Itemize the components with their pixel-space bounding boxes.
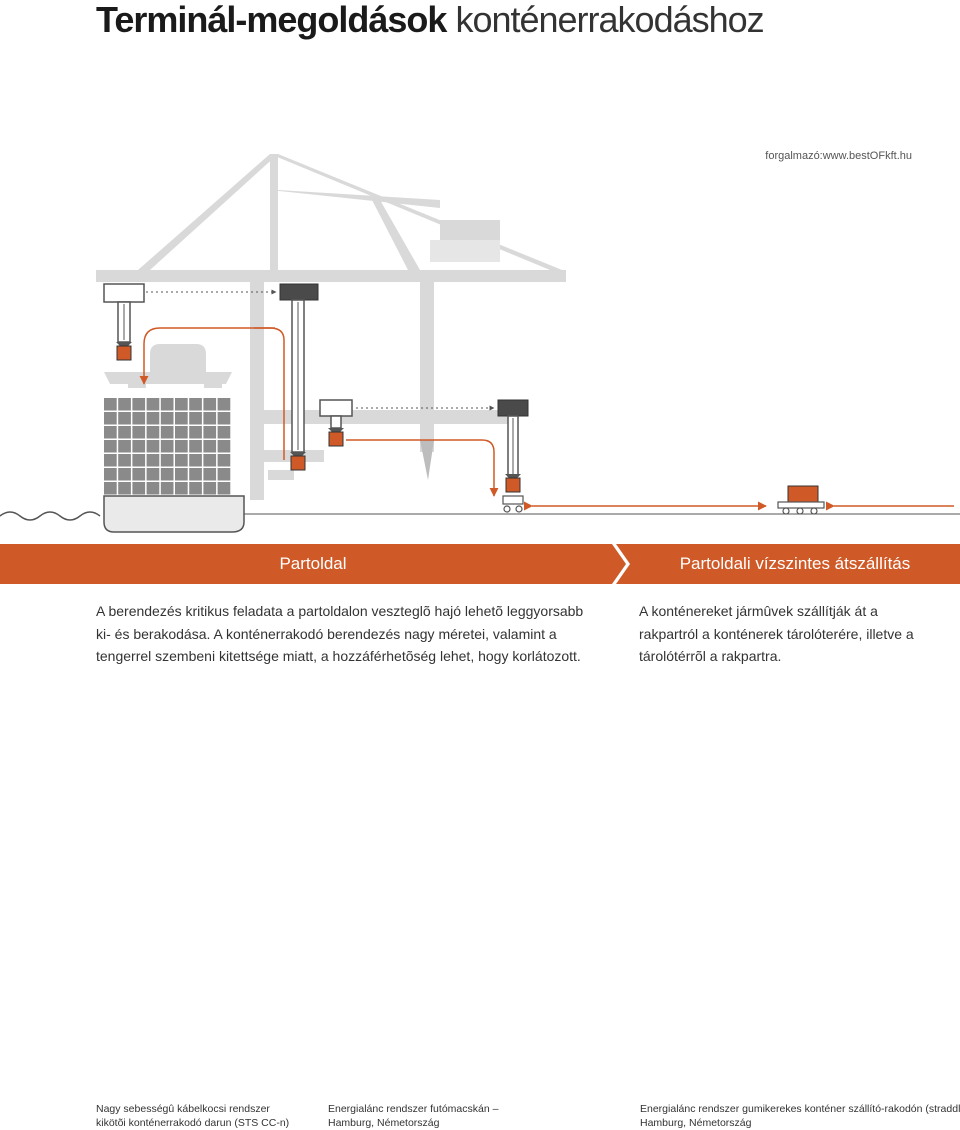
container-stack <box>104 398 231 495</box>
ship-container <box>132 468 146 481</box>
ship-container <box>132 398 146 411</box>
crane-structure <box>96 154 566 500</box>
ship-container <box>175 426 188 439</box>
truck <box>777 485 825 515</box>
band-horizontal-transfer-label: Partoldali vízszintes átszállítás <box>679 554 911 573</box>
caption-3-line2: Hamburg, Németország <box>640 1117 752 1129</box>
caption-3-line1: Energialánc rendszer gumikerekes konténe… <box>640 1103 960 1115</box>
ship-container <box>146 482 160 495</box>
ship-container <box>175 412 188 425</box>
ship-container <box>160 412 174 425</box>
ship-container <box>104 412 117 425</box>
ship-container <box>203 482 217 495</box>
caption-2-line1: Energialánc rendszer futómacskán – <box>328 1103 499 1115</box>
ship-container <box>203 412 217 425</box>
ship-container <box>118 440 131 453</box>
band-partoldal: Partoldal <box>0 544 626 584</box>
ship-container <box>217 482 231 495</box>
ship-container <box>189 398 202 411</box>
ship-container <box>132 440 146 453</box>
ship-container <box>217 412 231 425</box>
ship <box>103 344 245 533</box>
ship-container <box>217 468 231 481</box>
caption-2-line2: Hamburg, Németország <box>328 1117 440 1129</box>
ship-container <box>175 398 188 411</box>
ship-container <box>104 454 117 467</box>
ship-container <box>203 454 217 467</box>
ship-container <box>217 398 231 411</box>
ship-container <box>160 440 174 453</box>
ship-container <box>118 482 131 495</box>
ship-container <box>132 454 146 467</box>
ship-container <box>189 440 202 453</box>
page-title: Terminál-megoldások konténerrakodáshoz <box>96 0 765 40</box>
caption-1-line1: Nagy sebességû kábelkocsi rendszer <box>96 1103 270 1115</box>
trolley-dark-1 <box>279 283 319 471</box>
ship-container <box>118 426 131 439</box>
trolley-light-1 <box>103 283 145 361</box>
paragraph-left: A berendezés kritikus feladata a partold… <box>96 603 584 664</box>
title-light: konténerrakodáshoz <box>455 0 764 40</box>
crane-diagram <box>0 154 960 533</box>
ship-container <box>160 468 174 481</box>
ship-container <box>189 468 202 481</box>
ship-container <box>160 426 174 439</box>
ship-container <box>160 482 174 495</box>
title-bold: Terminál-megoldások <box>96 0 447 40</box>
ship-container <box>203 426 217 439</box>
caption-3: Energialánc rendszer gumikerekes konténe… <box>640 1102 960 1130</box>
trolley-light-2 <box>319 399 353 447</box>
caption-2: Energialánc rendszer futómacskán – Hambu… <box>328 1102 498 1130</box>
ship-container <box>189 482 202 495</box>
ship-container <box>118 468 131 481</box>
ship-container <box>146 440 160 453</box>
caption-1-line2: kikötõi konténerrakodó darun (STS CC-n) <box>96 1117 290 1129</box>
ship-container <box>146 426 160 439</box>
caption-1: Nagy sebességû kábelkocsi rendszer kiköt… <box>96 1102 289 1130</box>
ship-container <box>146 468 160 481</box>
ship-container <box>146 454 160 467</box>
ship-container <box>175 440 188 453</box>
ship-container <box>132 412 146 425</box>
ship-container <box>104 440 117 453</box>
ship-container <box>104 398 117 411</box>
ship-container <box>146 412 160 425</box>
ship-container <box>104 468 117 481</box>
paragraph-right: A konténereket jármûvek szállítják át a … <box>639 603 914 664</box>
ship-container <box>217 454 231 467</box>
transfer-paths <box>139 327 499 497</box>
band-horizontal-transfer: Partoldali vízszintes átszállítás <box>616 544 960 584</box>
band-partoldal-label: Partoldal <box>279 554 347 573</box>
ship-container <box>203 440 217 453</box>
ship-container <box>175 454 188 467</box>
ship-container <box>104 426 117 439</box>
ship-container <box>132 426 146 439</box>
ship-container <box>118 398 131 411</box>
ship-container <box>189 454 202 467</box>
ship-container <box>104 482 117 495</box>
ship-container <box>175 468 188 481</box>
ship-container <box>203 398 217 411</box>
ship-container <box>175 482 188 495</box>
ship-container <box>118 412 131 425</box>
ship-container <box>118 454 131 467</box>
ship-container <box>132 482 146 495</box>
ship-container <box>189 412 202 425</box>
ship-container <box>203 468 217 481</box>
trolley-dark-2 <box>497 399 529 513</box>
sea-wave-icon <box>0 511 101 521</box>
ship-container <box>160 398 174 411</box>
ship-container <box>189 426 202 439</box>
distributor-note: forgalmazó:www.bestOFkft.hu <box>765 150 912 162</box>
ship-container <box>217 440 231 453</box>
ship-container <box>217 426 231 439</box>
ship-container <box>160 454 174 467</box>
ship-container <box>146 398 160 411</box>
